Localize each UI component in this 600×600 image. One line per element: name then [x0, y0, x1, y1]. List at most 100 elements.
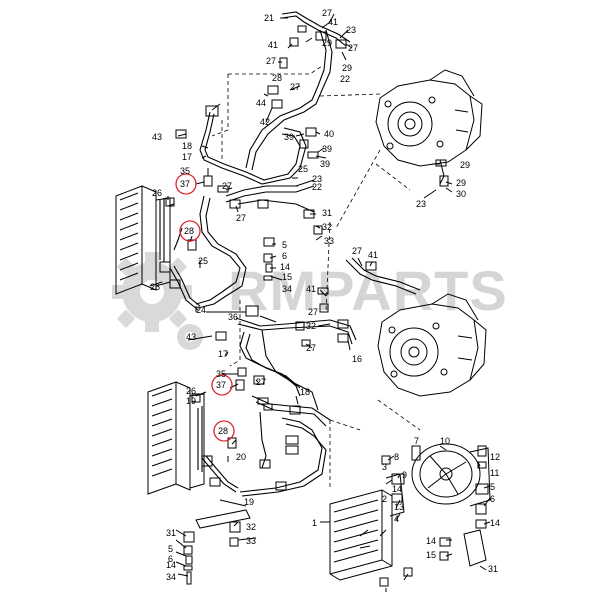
transmission-lower: [377, 293, 487, 397]
callout: 22: [312, 182, 322, 192]
callout: 34: [166, 572, 176, 582]
callout: 5: [168, 544, 173, 554]
callout: 12: [490, 452, 500, 462]
callout: 33: [246, 536, 256, 546]
callout: 27: [308, 307, 318, 317]
transmission-upper: [375, 69, 483, 185]
callout: 5: [490, 482, 495, 492]
callout: 18: [182, 141, 192, 151]
highlight-37-lower: [211, 374, 233, 396]
callout: 24: [196, 305, 206, 315]
callout: 10: [440, 436, 450, 446]
callout: 25: [298, 164, 308, 174]
callout: 33: [324, 236, 334, 246]
callout: 18: [300, 387, 310, 397]
callout: 36: [228, 312, 238, 322]
callout: 26: [152, 188, 162, 198]
callout: 6: [168, 554, 173, 564]
reference-frames: [211, 65, 421, 490]
callout: 30: [456, 189, 466, 199]
oil-cooler-lower: [147, 381, 205, 495]
watermark-text: RMPARTS: [228, 259, 508, 322]
callout: 14: [166, 560, 176, 570]
callout: 27: [266, 56, 276, 66]
highlights: [175, 173, 235, 442]
callout: 27: [290, 82, 300, 92]
callout: 25: [198, 256, 208, 266]
callout: 27: [306, 343, 316, 353]
callout: 29: [342, 63, 352, 73]
callout: 19: [186, 396, 196, 406]
callout: 27: [322, 8, 332, 18]
callout: 23: [346, 25, 356, 35]
leader-lines: [149, 13, 491, 592]
gear-icon: [112, 252, 203, 350]
highlight-28-lower: [213, 420, 235, 442]
callout: 23: [312, 174, 322, 184]
callout: 1: [312, 518, 317, 528]
oil-cooler-small: [329, 473, 405, 581]
callout: 19: [244, 497, 254, 507]
highlight-28-upper: [179, 220, 201, 242]
callout: 17: [218, 349, 228, 359]
callout: 32: [306, 321, 316, 331]
callout-labels: 21 27 41 23 29 27 41 29 27 22 28 27 44 4…: [150, 8, 500, 582]
callout: 35: [180, 166, 190, 176]
callout: 29: [460, 160, 470, 170]
callout: 3: [382, 462, 387, 472]
callout: 42: [260, 117, 270, 127]
callout: 20: [236, 452, 246, 462]
callout: 6: [490, 494, 495, 504]
callout: 32: [246, 522, 256, 532]
watermark: RMPARTS: [112, 252, 508, 350]
callout: 27: [236, 213, 246, 223]
callout: 8: [394, 452, 399, 462]
callout: 14: [392, 484, 402, 494]
callout: 14: [490, 518, 500, 528]
callout: 31: [488, 564, 498, 574]
callout: 41: [328, 17, 338, 27]
callout: 28: [272, 73, 282, 83]
callout: 6: [282, 251, 287, 261]
callout: 43: [186, 332, 196, 342]
callout: 13: [394, 502, 404, 512]
callout: 11: [490, 468, 499, 478]
callout: 32: [322, 222, 332, 232]
callout: 26: [186, 386, 196, 396]
fan-assembly: [411, 443, 491, 507]
callout: 34: [282, 284, 292, 294]
callout: 41: [368, 250, 378, 260]
callout: 37: [180, 179, 190, 189]
callout: 26: [150, 282, 160, 292]
callout: 41: [306, 284, 316, 294]
callout: 31: [166, 528, 176, 538]
callout: 35: [216, 369, 226, 379]
callout: 31: [322, 208, 332, 218]
callout: 29: [322, 38, 332, 48]
callout: 44: [256, 98, 266, 108]
highlight-37-upper: [175, 173, 197, 195]
pipes-lower: [197, 257, 421, 497]
callout: 39: [320, 159, 330, 169]
callout: 22: [340, 74, 350, 84]
callout: 40: [324, 129, 334, 139]
callout: 9: [402, 470, 407, 480]
callout: 7: [414, 436, 419, 446]
callout: 27: [222, 181, 232, 191]
callout: 17: [182, 152, 192, 162]
oil-cooler-upper: [115, 185, 171, 295]
callout: 2: [382, 494, 387, 504]
callout: 4: [394, 514, 399, 524]
callout: 39: [322, 144, 332, 154]
callout: 15: [282, 272, 292, 282]
callout: 21: [264, 13, 274, 23]
callout: 28: [218, 426, 228, 436]
callout: 28: [184, 226, 194, 236]
fittings: [159, 25, 489, 587]
callout: 14: [280, 262, 290, 272]
callout: 41: [268, 40, 278, 50]
callout: 39: [284, 132, 294, 142]
callout: 23: [416, 199, 426, 209]
callout: 27: [348, 43, 358, 53]
